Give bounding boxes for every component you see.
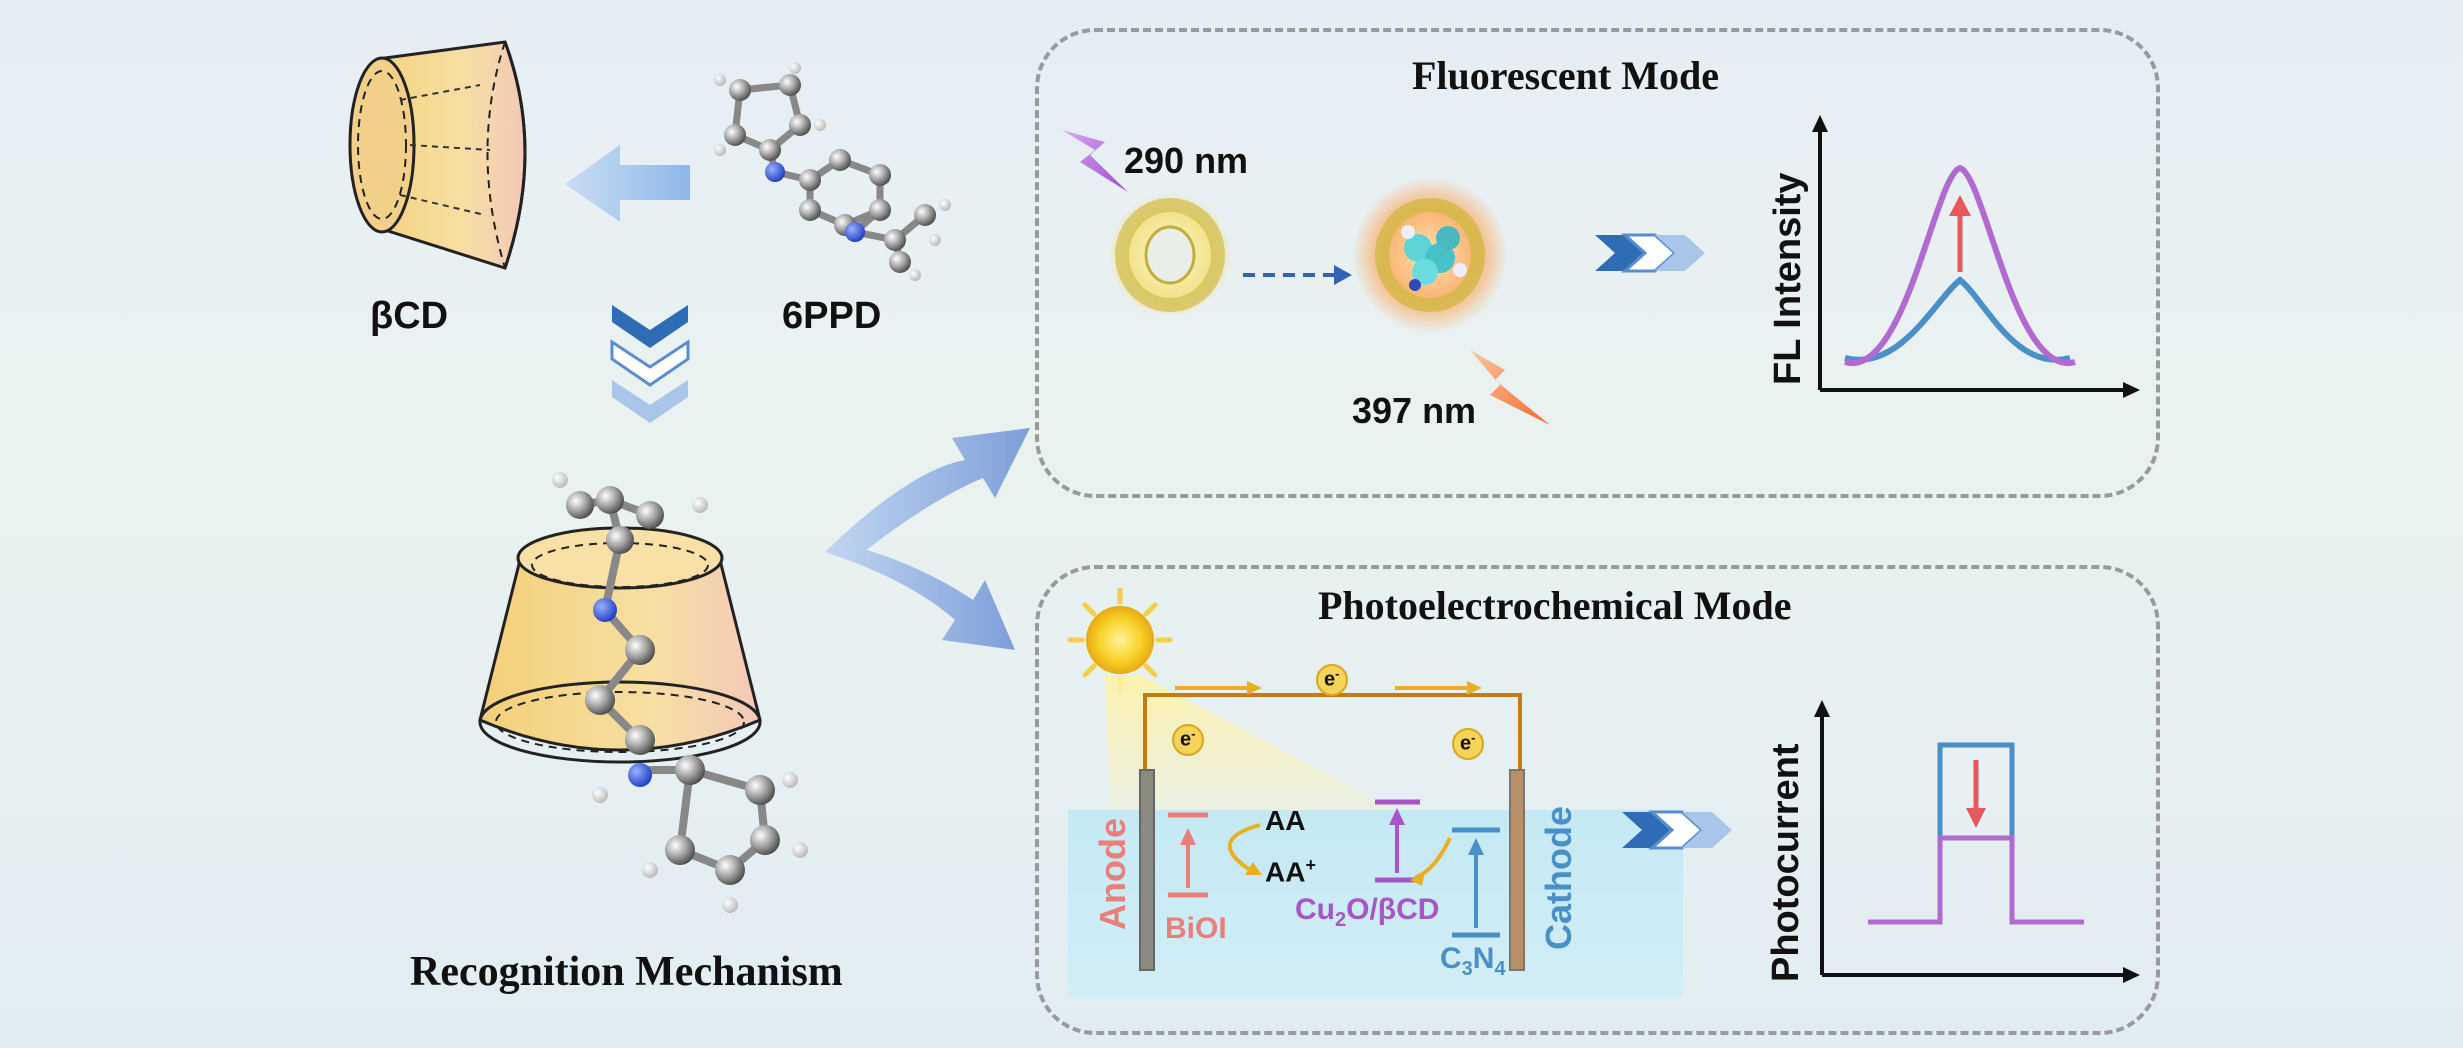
bioi-bands	[1168, 812, 1208, 898]
cathode-label: Cathode	[1538, 806, 1579, 950]
electron-badge-top	[1316, 664, 1348, 696]
electron-badge-cathode	[1452, 728, 1484, 760]
anode-electrode	[1139, 769, 1155, 971]
c3n4-arrowhead	[1468, 838, 1484, 855]
bcd-label: βCD	[370, 295, 449, 337]
cu2o-arrowhead	[1389, 808, 1405, 825]
right-chevrons-top	[1595, 233, 1705, 273]
fl-chart-axes	[1818, 125, 2130, 392]
cathode-electrode	[1509, 769, 1525, 971]
light-beam	[1105, 675, 1395, 810]
fl-increase-arrowhead	[1949, 195, 1971, 216]
anode-label: Anode	[1092, 818, 1133, 930]
cu2o-label: Cu2O/βCD	[1295, 893, 1440, 931]
electron-anode-label: e-	[1180, 726, 1196, 751]
circuit-arrowhead-2	[1467, 681, 1482, 695]
pc-y-axis-label: Photocurrent	[1765, 743, 1807, 982]
orange-emission-bolt	[1470, 350, 1550, 425]
aa-label: AA	[1265, 805, 1306, 836]
excitation-wavelength: 290 nm	[1124, 140, 1249, 181]
pec-panel	[1035, 565, 2160, 1035]
fl-curve-purple	[1844, 164, 2076, 366]
host-guest-ring	[1352, 177, 1508, 333]
fl-curve-blue	[1844, 276, 2071, 363]
electron-badge-anode	[1172, 724, 1204, 756]
6ppd-atoms	[714, 62, 951, 281]
6ppd-label: 6PPD	[782, 295, 882, 337]
mechanism-title: Recognition Mechanism	[410, 949, 843, 995]
fluorescent-title: Fluorescent Mode	[1412, 53, 1719, 98]
inclusion-complex	[478, 472, 808, 913]
down-chevrons	[610, 305, 690, 423]
left-arrow	[565, 145, 690, 222]
fl-x-arrowhead	[2123, 382, 2140, 398]
aa-arrowhead	[1245, 862, 1262, 875]
bioi-arrowhead	[1180, 828, 1196, 845]
dashed-arrowhead	[1334, 265, 1352, 285]
right-chevrons-bottom	[1622, 810, 1732, 850]
electron-cathode-label: e-	[1460, 730, 1476, 755]
c3n4-bands	[1452, 827, 1500, 938]
beta-cyclodextrin-cone	[348, 40, 527, 270]
empty-cd-ring	[1108, 193, 1232, 317]
aa-oxidation-arrow	[1228, 823, 1261, 872]
c3n4-label: C3N4	[1440, 942, 1506, 980]
pc-trace-blue	[1937, 742, 2015, 920]
pec-title: Photoelectrochemical Mode	[1318, 583, 1792, 628]
electron-top-label: e-	[1324, 666, 1340, 691]
pc-decrease-arrowhead	[1966, 808, 1986, 828]
emission-wavelength: 397 nm	[1352, 390, 1477, 431]
fl-y-arrowhead	[1812, 115, 1828, 132]
transfer-arrowhead	[1410, 872, 1425, 886]
split-arrow	[825, 428, 1030, 650]
circuit-arrowhead-1	[1247, 681, 1262, 695]
fluorescent-panel	[1035, 28, 2160, 498]
bioi-label: BiOI	[1165, 912, 1227, 945]
electrolyte	[1068, 810, 1683, 998]
aa-plus-label: AA+	[1265, 855, 1316, 888]
pc-chart-axes	[1820, 710, 2130, 977]
fl-y-axis-label: FL Intensity	[1767, 172, 1809, 385]
pc-trace-purple	[1868, 835, 2084, 925]
pc-y-arrowhead	[1814, 700, 1830, 717]
purple-excitation-bolt	[1062, 130, 1128, 192]
